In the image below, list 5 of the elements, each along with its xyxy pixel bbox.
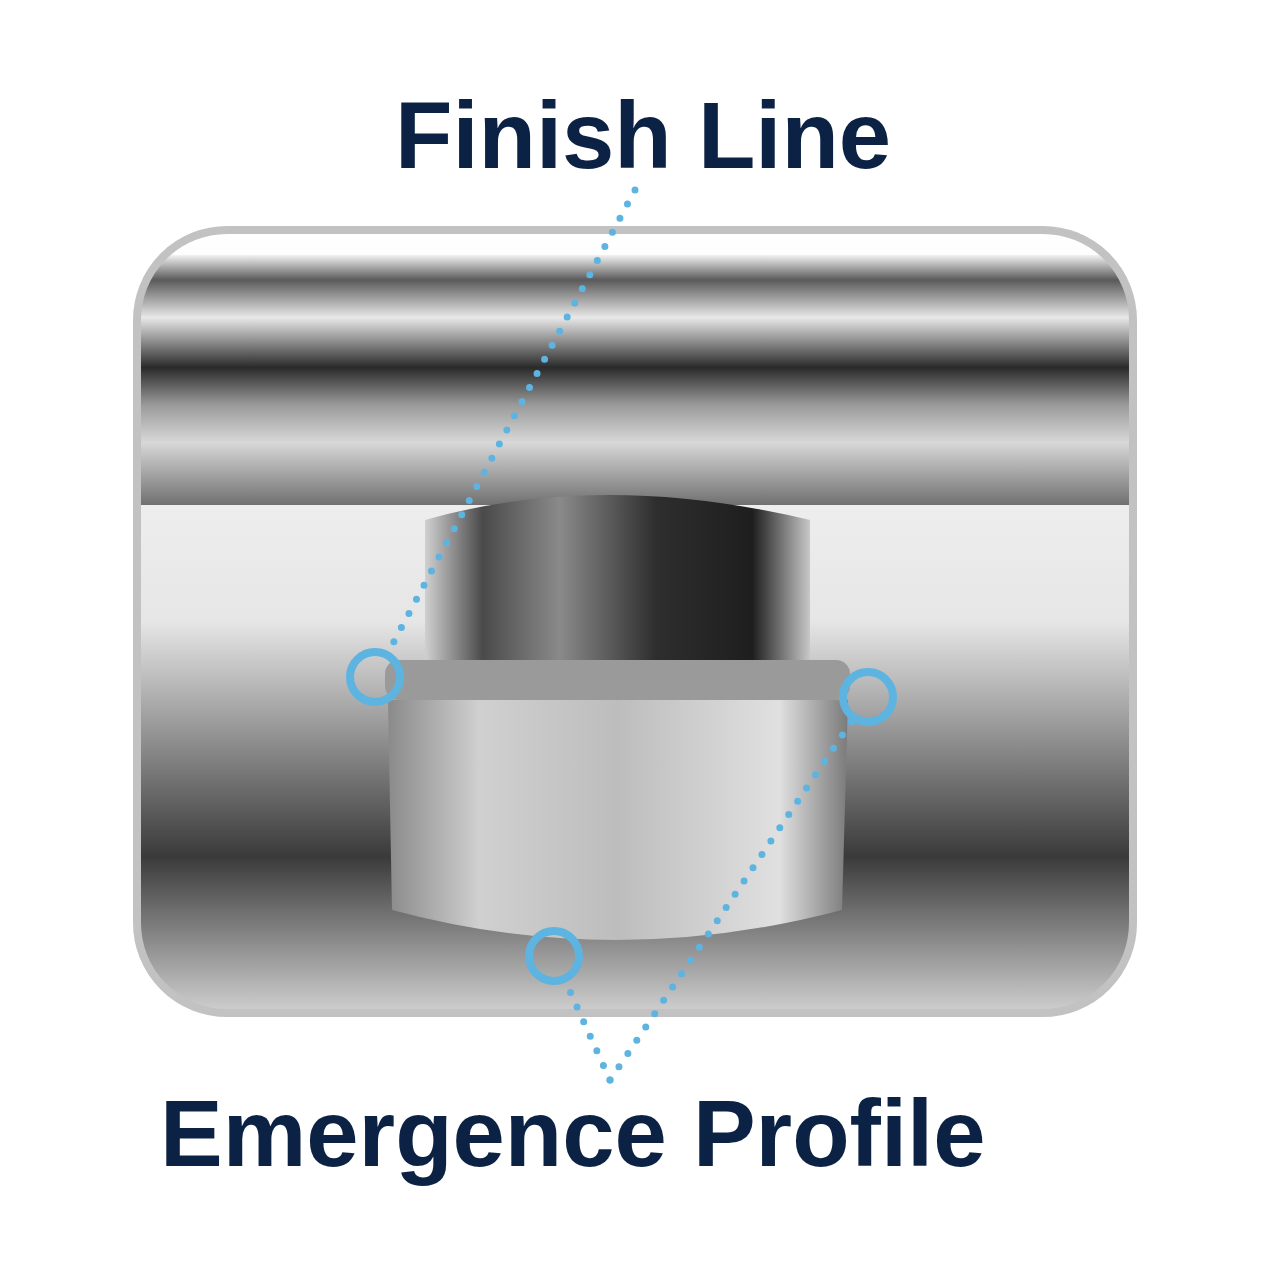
marker-circle	[523, 925, 585, 987]
marker-circle	[837, 666, 899, 728]
callout-label: Emergence Profile	[160, 1080, 986, 1188]
callout-label: Finish Line	[395, 82, 892, 190]
marker-circle	[344, 646, 406, 708]
